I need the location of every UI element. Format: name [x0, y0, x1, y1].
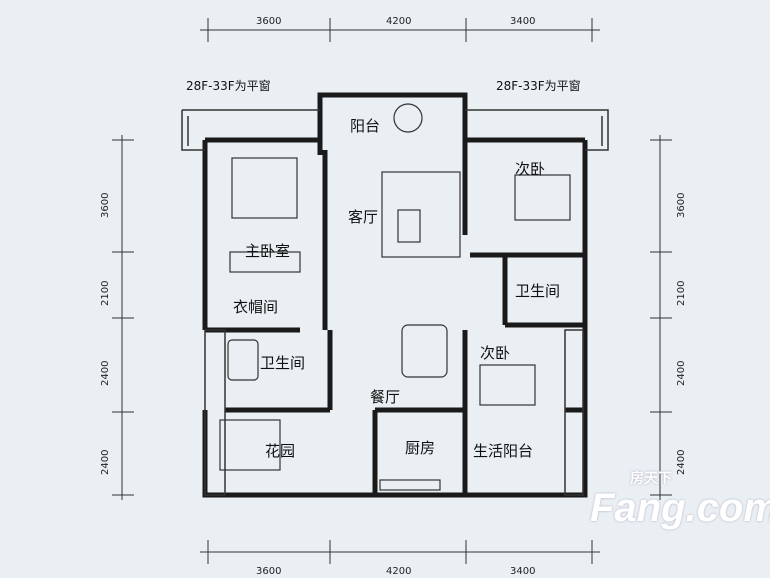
watermark-en: Fang.com: [590, 486, 770, 530]
bay-windows: [181, 109, 609, 496]
label-kitchen: 厨房: [405, 439, 435, 457]
dim-left-2: 2100: [100, 281, 111, 306]
dim-right-3: 2400: [676, 361, 687, 386]
bathtub: [227, 339, 259, 381]
window-notes: 28F-33F为平窗 28F-33F为平窗: [186, 79, 581, 93]
master-bed: [231, 157, 298, 219]
coffee-table: [397, 209, 421, 243]
dim-bottom-1: 3600: [256, 566, 281, 577]
label-bedroom-se: 次卧: [480, 344, 510, 362]
label-bathroom-e: 卫生间: [515, 282, 560, 300]
dim-top-2: 4200: [386, 16, 411, 27]
watermark-logo: 房天下 Fang.com: [590, 470, 770, 530]
sofa-set: [381, 171, 461, 258]
label-living-room: 客厅: [348, 208, 378, 226]
label-bathroom-w: 卫生间: [260, 354, 305, 372]
label-cloakroom: 衣帽间: [233, 298, 278, 316]
label-balcony: 阳台: [350, 117, 380, 135]
kitchen-counter: [379, 479, 441, 491]
dim-right-2: 2100: [676, 281, 687, 306]
label-master-bedroom: 主卧室: [245, 242, 290, 260]
wardrobe: [229, 251, 301, 273]
dim-bottom-2: 4200: [386, 566, 411, 577]
dining-table: [401, 324, 448, 378]
label-bedroom-ne: 次卧: [515, 160, 545, 178]
note-left-window: 28F-33F为平窗: [186, 79, 271, 93]
dim-top-1: 3600: [256, 16, 281, 27]
dimension-labels: 3600 4200 3400 3600 4200 3400 3600 2100 …: [100, 16, 687, 577]
balcony-table: [393, 103, 423, 133]
dim-top-3: 3400: [510, 16, 535, 27]
furniture: [219, 103, 571, 491]
note-right-window: 28F-33F为平窗: [496, 79, 581, 93]
label-dining: 餐厅: [370, 388, 400, 406]
label-garden: 花园: [265, 442, 295, 460]
watermark-cn: 房天下: [630, 470, 672, 486]
dim-right-1: 3600: [676, 193, 687, 218]
walls: [202, 92, 588, 498]
label-utility-balcony: 生活阳台: [473, 442, 533, 460]
dim-left-3: 2400: [100, 361, 111, 386]
room-labels: 阳台 客厅 主卧室 次卧 衣帽间 卫生间 卫生间 次卧 餐厅 花园 厨房 生活阳…: [233, 117, 560, 460]
garden-furniture: [219, 419, 281, 471]
bed-ne: [514, 174, 571, 221]
dimension-lines: [112, 18, 672, 564]
dim-left-1: 3600: [100, 193, 111, 218]
bed-se: [479, 364, 536, 406]
dim-bottom-3: 3400: [510, 566, 535, 577]
dim-right-4: 2400: [676, 450, 687, 475]
dim-left-4: 2400: [100, 450, 111, 475]
